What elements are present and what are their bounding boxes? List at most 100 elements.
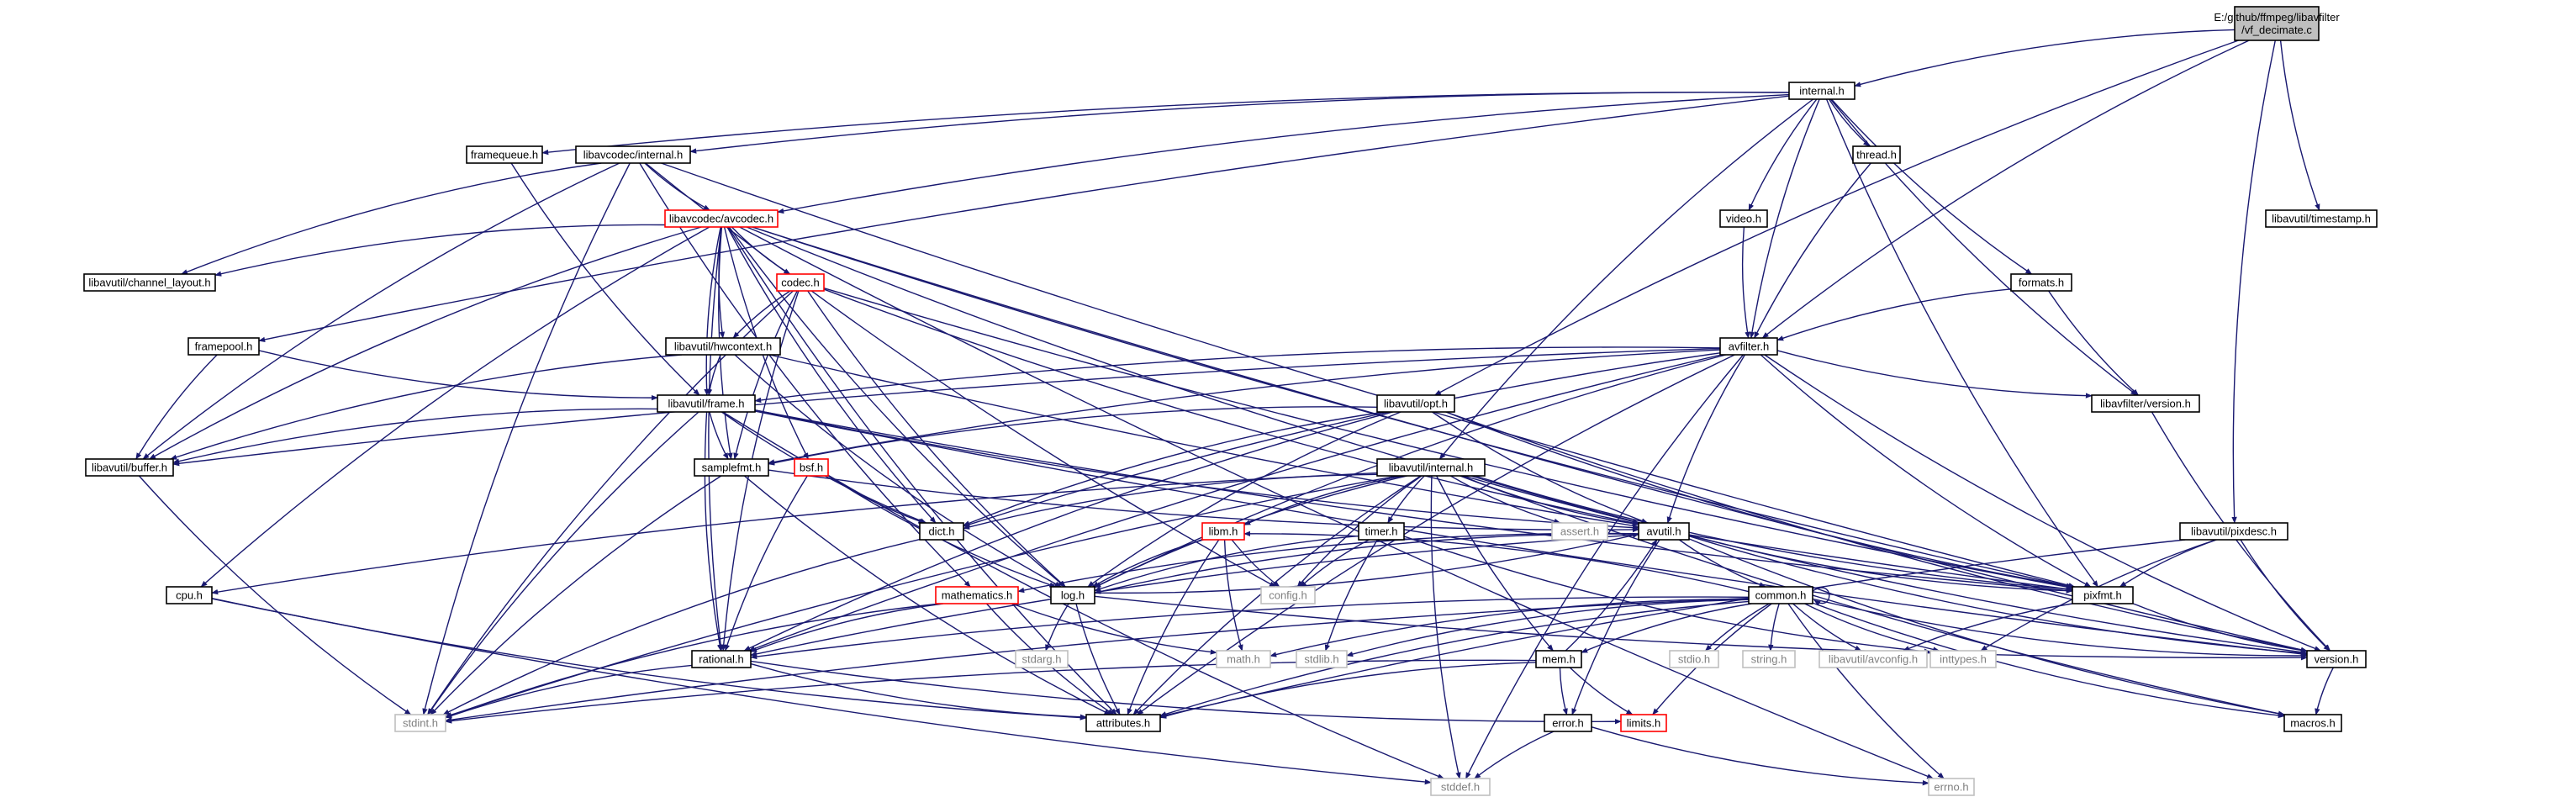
- node-box: [1669, 650, 1719, 668]
- edge-common-to-inttypes: [1804, 603, 1940, 652]
- node-label: libavutil/timestamp.h: [2272, 213, 2371, 225]
- node-box: [1928, 778, 1975, 796]
- node-label: stdarg.h: [1022, 653, 1062, 666]
- node-label: config.h: [1269, 589, 1307, 602]
- node-libavutil-timestamp-h[interactable]: libavutil/timestamp.h: [2265, 209, 2378, 228]
- node-bsf-h[interactable]: bsf.h: [794, 458, 829, 477]
- edge-lavc_internal-to-pixfmt: [661, 162, 2076, 589]
- edge-frame-to-version: [754, 410, 2308, 657]
- node-mem-h[interactable]: mem.h: [1535, 650, 1582, 668]
- edge-common-to-stdlib: [1346, 599, 1750, 657]
- edge-log-to-version: [1094, 595, 2308, 661]
- edge-avcodec-to-buffer: [149, 226, 702, 460]
- edge-avfilter-to-rational: [748, 354, 1722, 652]
- edge-version-to-macros: [2315, 667, 2334, 715]
- node-rational-h[interactable]: rational.h: [691, 650, 752, 668]
- edge-internal-to-pixfmt: [1825, 98, 2098, 588]
- node-box: [1260, 586, 1316, 604]
- edge-opt-to-pixfmt: [1445, 411, 2073, 589]
- node-libm-h[interactable]: libm.h: [1201, 522, 1245, 541]
- node-libavutil-pixdesc-h[interactable]: libavutil/pixdesc.h: [2179, 522, 2288, 541]
- edge-frame-to-buffer: [172, 408, 658, 464]
- node-label: libavutil/hwcontext.h: [674, 340, 772, 353]
- node-label: limits.h: [1627, 717, 1660, 730]
- node-video-h[interactable]: video.h: [1719, 209, 1768, 228]
- node-libavutil-frame-h[interactable]: libavutil/frame.h: [657, 394, 756, 413]
- node-codec-h[interactable]: codec.h: [776, 273, 825, 292]
- node-common-h[interactable]: common.h: [1748, 586, 1813, 604]
- node-macros-h[interactable]: macros.h: [2283, 714, 2342, 732]
- edge-avcodec-to-avutil: [746, 226, 1639, 525]
- node-internal-h[interactable]: internal.h: [1788, 82, 1855, 100]
- node-mathematics-h[interactable]: mathematics.h: [935, 586, 1019, 604]
- node-log-h[interactable]: log.h: [1050, 586, 1095, 604]
- edge-avutil-to-pixfmt: [1688, 534, 2073, 594]
- node-avutil-h[interactable]: avutil.h: [1638, 522, 1690, 541]
- node-box: [166, 586, 213, 604]
- edge-avfilter-to-lavfi_version: [1776, 350, 2093, 398]
- edge-lavu_internal-to-pixfmt: [1475, 475, 2073, 592]
- edge-timer-to-log: [1094, 535, 1359, 592]
- edge-common-to-common: [1812, 587, 1830, 606]
- edge-cpu-to-stddef: [211, 598, 1432, 785]
- edge-framequeue-to-frame: [510, 162, 700, 396]
- node-framepool-h[interactable]: framepool.h: [187, 337, 260, 356]
- node-box: [1430, 778, 1491, 796]
- node-libavutil-opt-h[interactable]: libavutil/opt.h: [1376, 394, 1455, 413]
- node-thread-h[interactable]: thread.h: [1852, 145, 1901, 164]
- node-box: [1015, 650, 1069, 668]
- node-box: [466, 145, 543, 164]
- node-box: [2072, 586, 2134, 604]
- edge-lavu_internal-to-stdint: [445, 475, 1398, 718]
- node-box: [1376, 394, 1455, 413]
- edge-thread-to-avfilter: [1754, 162, 1871, 339]
- edge-root-to-internal: [1854, 29, 2236, 87]
- node-label: version.h: [2315, 653, 2359, 666]
- edge-dict-to-stdint: [442, 538, 921, 715]
- node-box: [776, 273, 825, 292]
- node-box: [1535, 650, 1582, 668]
- node-libavcodec-avcodec-h[interactable]: libavcodec/avcodec.h: [664, 209, 779, 228]
- edge-common-to-mem: [1581, 603, 1752, 653]
- node-version-h[interactable]: version.h: [2306, 650, 2367, 668]
- edge-avcodec-to-dict: [726, 226, 937, 524]
- node-box: [1085, 714, 1161, 732]
- edge-mathematics-to-rational: [750, 603, 944, 652]
- node-label: libavutil/opt.h: [1384, 398, 1448, 410]
- node-avfilter-h[interactable]: avfilter.h: [1719, 337, 1778, 356]
- node-pixfmt-h[interactable]: pixfmt.h: [2072, 586, 2134, 604]
- edge-avfilter-to-dict: [963, 352, 1721, 527]
- edge-codec-to-avutil: [823, 288, 1639, 526]
- node-box: [935, 586, 1019, 604]
- node-libavutil-hwcontext-h[interactable]: libavutil/hwcontext.h: [665, 337, 781, 356]
- node-framequeue-h[interactable]: framequeue.h: [466, 145, 543, 164]
- node-formats-h[interactable]: formats.h: [2010, 273, 2072, 292]
- edge-buffer-to-stdint: [138, 475, 412, 715]
- node-box: [1719, 209, 1768, 228]
- node-libavutil-internal-h[interactable]: libavutil/internal.h: [1376, 458, 1486, 477]
- node-label: libavutil/buffer.h: [92, 462, 167, 474]
- edge-log-to-avutil: [1094, 532, 1639, 594]
- node-error-h[interactable]: error.h: [1544, 714, 1592, 732]
- node-libavutil-buffer-h[interactable]: libavutil/buffer.h: [85, 458, 174, 477]
- node-libavfilter-version-h[interactable]: libavfilter/version.h: [2091, 394, 2200, 413]
- node-timer-h[interactable]: timer.h: [1358, 522, 1405, 541]
- edge-log-to-stdarg: [1045, 603, 1069, 652]
- edge-internal-to-lavu_internal: [1438, 98, 1814, 460]
- node-dict-h[interactable]: dict.h: [919, 522, 964, 541]
- node-samplefmt-h[interactable]: samplefmt.h: [694, 458, 769, 477]
- node-attributes-h[interactable]: attributes.h: [1085, 714, 1161, 732]
- node-libavcodec-internal-h[interactable]: libavcodec/internal.h: [575, 145, 691, 164]
- edge-avutil-to-version: [1688, 536, 2308, 656]
- edge-libm-to-math: [1223, 539, 1243, 652]
- node-box: [394, 714, 446, 732]
- node-limits-h[interactable]: limits.h: [1620, 714, 1667, 732]
- node-cpu-h[interactable]: cpu.h: [166, 586, 213, 604]
- node-label: error.h: [1552, 717, 1584, 730]
- edge-root-to-timestamp: [2279, 40, 2320, 211]
- node-label: stddef.h: [1441, 781, 1480, 794]
- node-box: [657, 394, 756, 413]
- node-libavutil-channel-layout-h[interactable]: libavutil/channel_layout.h: [83, 273, 216, 292]
- edge-avcodec-to-version: [752, 226, 2308, 652]
- node-label: math.h: [1227, 653, 1260, 666]
